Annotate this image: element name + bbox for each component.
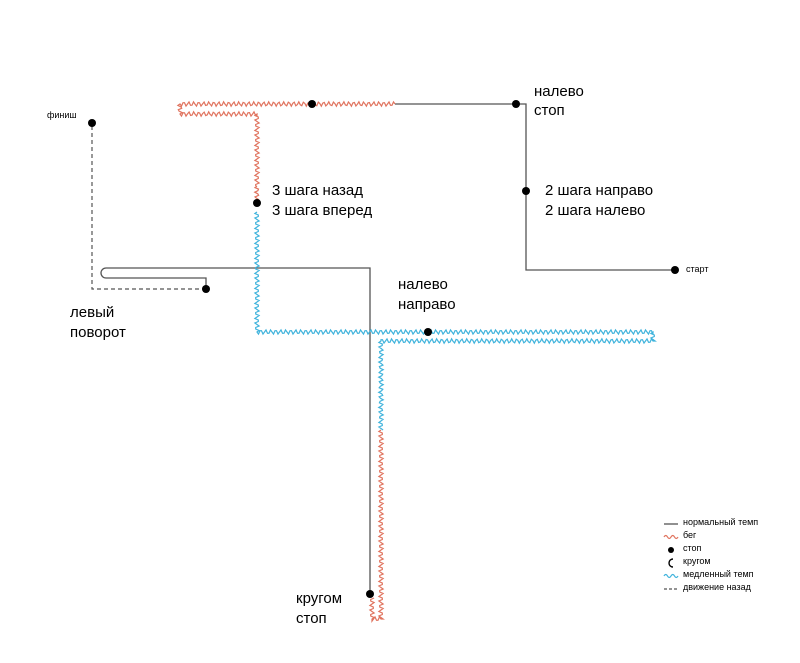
steps-right-label-2: 2 шага налево — [545, 202, 646, 219]
slow-path — [253, 211, 657, 431]
normal-pace-line-icon — [663, 517, 679, 529]
about-stop-label-1: кругом — [296, 590, 343, 607]
run-wave-icon — [663, 530, 679, 542]
left-stop-label-1: налево — [534, 83, 584, 100]
left-turn-label-2: поворот — [70, 324, 126, 341]
steps-right-label-1: 2 шага направо — [545, 182, 654, 199]
legend-item-stop: стоп — [663, 542, 793, 555]
stop-dot-about-turn — [366, 590, 374, 598]
steps-back-label-1: 3 шага назад — [272, 182, 363, 199]
legend-item-run: бег — [663, 529, 793, 542]
stop-dot-finish — [88, 119, 96, 127]
left-turn-label-1: левый — [70, 304, 115, 321]
backward-dash-icon — [663, 582, 679, 594]
stop-dot-icon — [663, 543, 679, 555]
about-stop-label-2: стоп — [296, 610, 327, 627]
stop-dot-start — [671, 266, 679, 274]
run-path-bottom — [368, 429, 385, 623]
legend-item-backward: движение назад — [663, 581, 793, 594]
about-turn-hook-icon — [663, 556, 679, 568]
stop-dot-top-middle — [308, 100, 316, 108]
legend-label: кругом — [683, 556, 711, 566]
start-label: старт — [686, 264, 709, 274]
legend-label: стоп — [683, 543, 702, 553]
stop-dot-top-right — [512, 100, 520, 108]
left-stop-label-2: стоп — [534, 102, 565, 119]
stop-dot-left-right — [424, 328, 432, 336]
left-right-label-2: направо — [398, 296, 456, 313]
legend-item-normal: нормальный темп — [663, 516, 793, 529]
backward-path — [91, 124, 206, 290]
stop-dot-steps-back — [253, 199, 261, 207]
stop-dot-left-turn — [202, 285, 210, 293]
finish-label: финиш — [47, 110, 77, 120]
steps-back-label-2: 3 шага вперед — [272, 202, 373, 219]
legend-item-slow: медленный темп — [663, 568, 793, 581]
legend-label: нормальный темп — [683, 517, 759, 527]
run-path-down — [253, 185, 260, 201]
legend-item-about-turn: кругом — [663, 555, 793, 568]
run-path-top — [176, 100, 396, 186]
legend-label: бег — [683, 530, 697, 540]
legend-label: движение назад — [683, 582, 751, 592]
stop-dot-steps-right — [522, 187, 530, 195]
left-right-label-1: налево — [398, 276, 448, 293]
slow-pace-wave-icon — [663, 569, 679, 581]
legend: нормальный темп бег стоп кругом медленны… — [663, 516, 793, 594]
normal-path-middle — [100, 267, 371, 593]
legend-label: медленный темп — [683, 569, 754, 579]
